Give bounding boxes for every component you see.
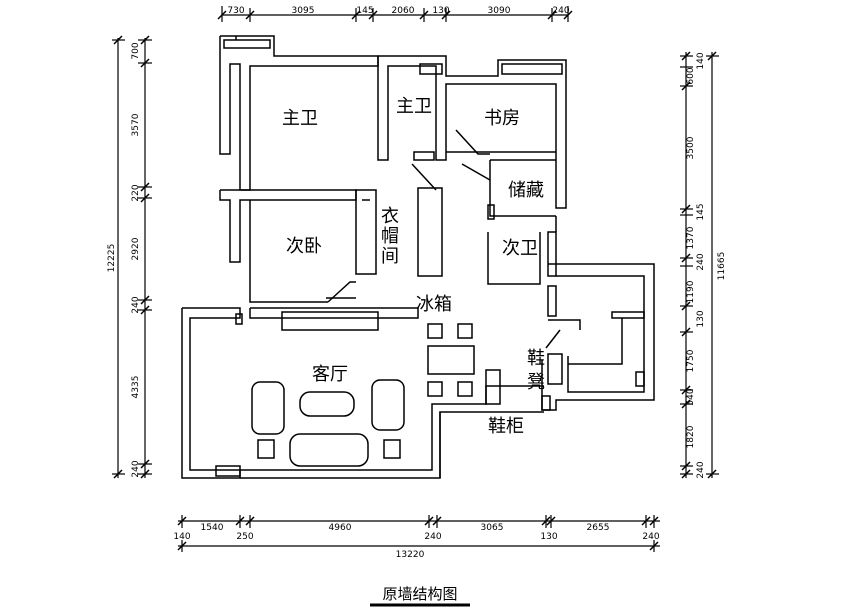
left-dimension-labels: 700 3570 220 2920 240 4335 240 12225 — [107, 42, 141, 477]
chair-icon — [457, 381, 473, 397]
svg-text:1370: 1370 — [686, 226, 696, 249]
label-shoe-bench-1: 鞋 — [527, 348, 545, 369]
walls — [181, 35, 655, 479]
room-cloakroom-1: 衣 — [381, 206, 399, 227]
room-second-bath: 次卫 — [502, 238, 538, 259]
coffee-table-icon — [299, 391, 355, 417]
svg-text:1750: 1750 — [686, 349, 696, 372]
svg-text:2655: 2655 — [587, 523, 610, 533]
bottom-dimension-line — [177, 515, 660, 552]
svg-text:145: 145 — [696, 203, 706, 220]
top-dimension-labels: 730 3095 145 2060 130 3090 240 — [227, 6, 569, 16]
svg-text:1820: 1820 — [686, 425, 696, 448]
chair-icon — [427, 323, 443, 339]
svg-text:3500: 3500 — [686, 136, 696, 159]
furniture — [251, 323, 475, 467]
svg-text:145: 145 — [356, 6, 373, 16]
svg-text:13220: 13220 — [396, 550, 425, 560]
svg-text:600: 600 — [686, 67, 696, 84]
dining-table-icon — [427, 345, 475, 375]
drawing-title: 原墙结构图 — [382, 585, 457, 603]
svg-text:3090: 3090 — [488, 6, 511, 16]
svg-text:240: 240 — [642, 532, 659, 542]
armchair-icon — [251, 381, 285, 435]
svg-text:11665: 11665 — [717, 252, 727, 281]
svg-text:2060: 2060 — [392, 6, 415, 16]
sofa-icon — [289, 433, 369, 467]
room-living-room: 客厅 — [312, 364, 348, 385]
armchair-icon — [371, 379, 405, 431]
svg-text:130: 130 — [696, 310, 706, 327]
svg-text:3065: 3065 — [481, 523, 504, 533]
label-shoe-cabinet: 鞋柜 — [488, 416, 524, 437]
label-fridge: 冰箱 — [416, 294, 452, 315]
top-dimension-line — [217, 6, 573, 22]
chair-icon — [427, 381, 443, 397]
left-dimension-line — [112, 35, 152, 479]
right-dimension-labels: 140 600 3500 145 1370 240 1190 130 1750 … — [686, 52, 727, 478]
svg-text:250: 250 — [236, 532, 253, 542]
side-table-icon — [257, 439, 275, 459]
svg-text:2920: 2920 — [131, 237, 141, 260]
svg-text:220: 220 — [131, 184, 141, 201]
chair-icon — [457, 323, 473, 339]
svg-text:240: 240 — [424, 532, 441, 542]
room-cloakroom-2: 帽 — [381, 226, 399, 247]
room-labels: 主卫 主卫 书房 储藏 衣 帽 间 次卧 次卫 冰箱 客厅 鞋 凳 鞋柜 — [282, 96, 545, 437]
room-second-bedroom: 次卧 — [286, 236, 322, 257]
svg-text:4960: 4960 — [329, 523, 352, 533]
right-dimension-line — [680, 51, 719, 479]
svg-text:140: 140 — [696, 52, 706, 69]
svg-text:240: 240 — [696, 253, 706, 270]
svg-text:240: 240 — [696, 461, 706, 478]
svg-text:3570: 3570 — [131, 113, 141, 136]
svg-text:1190: 1190 — [686, 280, 696, 303]
svg-text:240: 240 — [131, 296, 141, 313]
room-cloakroom-3: 间 — [381, 246, 399, 267]
bottom-dimension-labels: 140 1540 250 4960 240 3065 130 2655 240 … — [173, 523, 659, 560]
label-shoe-bench-2: 凳 — [527, 372, 545, 393]
svg-text:130: 130 — [540, 532, 557, 542]
svg-text:140: 140 — [173, 532, 190, 542]
svg-text:240: 240 — [131, 460, 141, 477]
svg-text:4335: 4335 — [131, 376, 141, 399]
svg-text:730: 730 — [227, 6, 244, 16]
svg-text:3095: 3095 — [292, 6, 315, 16]
side-table-icon — [383, 439, 401, 459]
svg-text:12225: 12225 — [107, 244, 117, 273]
svg-text:1540: 1540 — [201, 523, 224, 533]
svg-text:130: 130 — [432, 6, 449, 16]
room-master-bath-right: 主卫 — [396, 96, 432, 117]
room-master-bath-left: 主卫 — [282, 108, 318, 129]
svg-text:540: 540 — [686, 388, 696, 405]
room-study: 书房 — [484, 108, 520, 129]
svg-text:700: 700 — [131, 42, 141, 59]
svg-text:240: 240 — [552, 6, 569, 16]
room-storage: 储藏 — [508, 180, 544, 201]
